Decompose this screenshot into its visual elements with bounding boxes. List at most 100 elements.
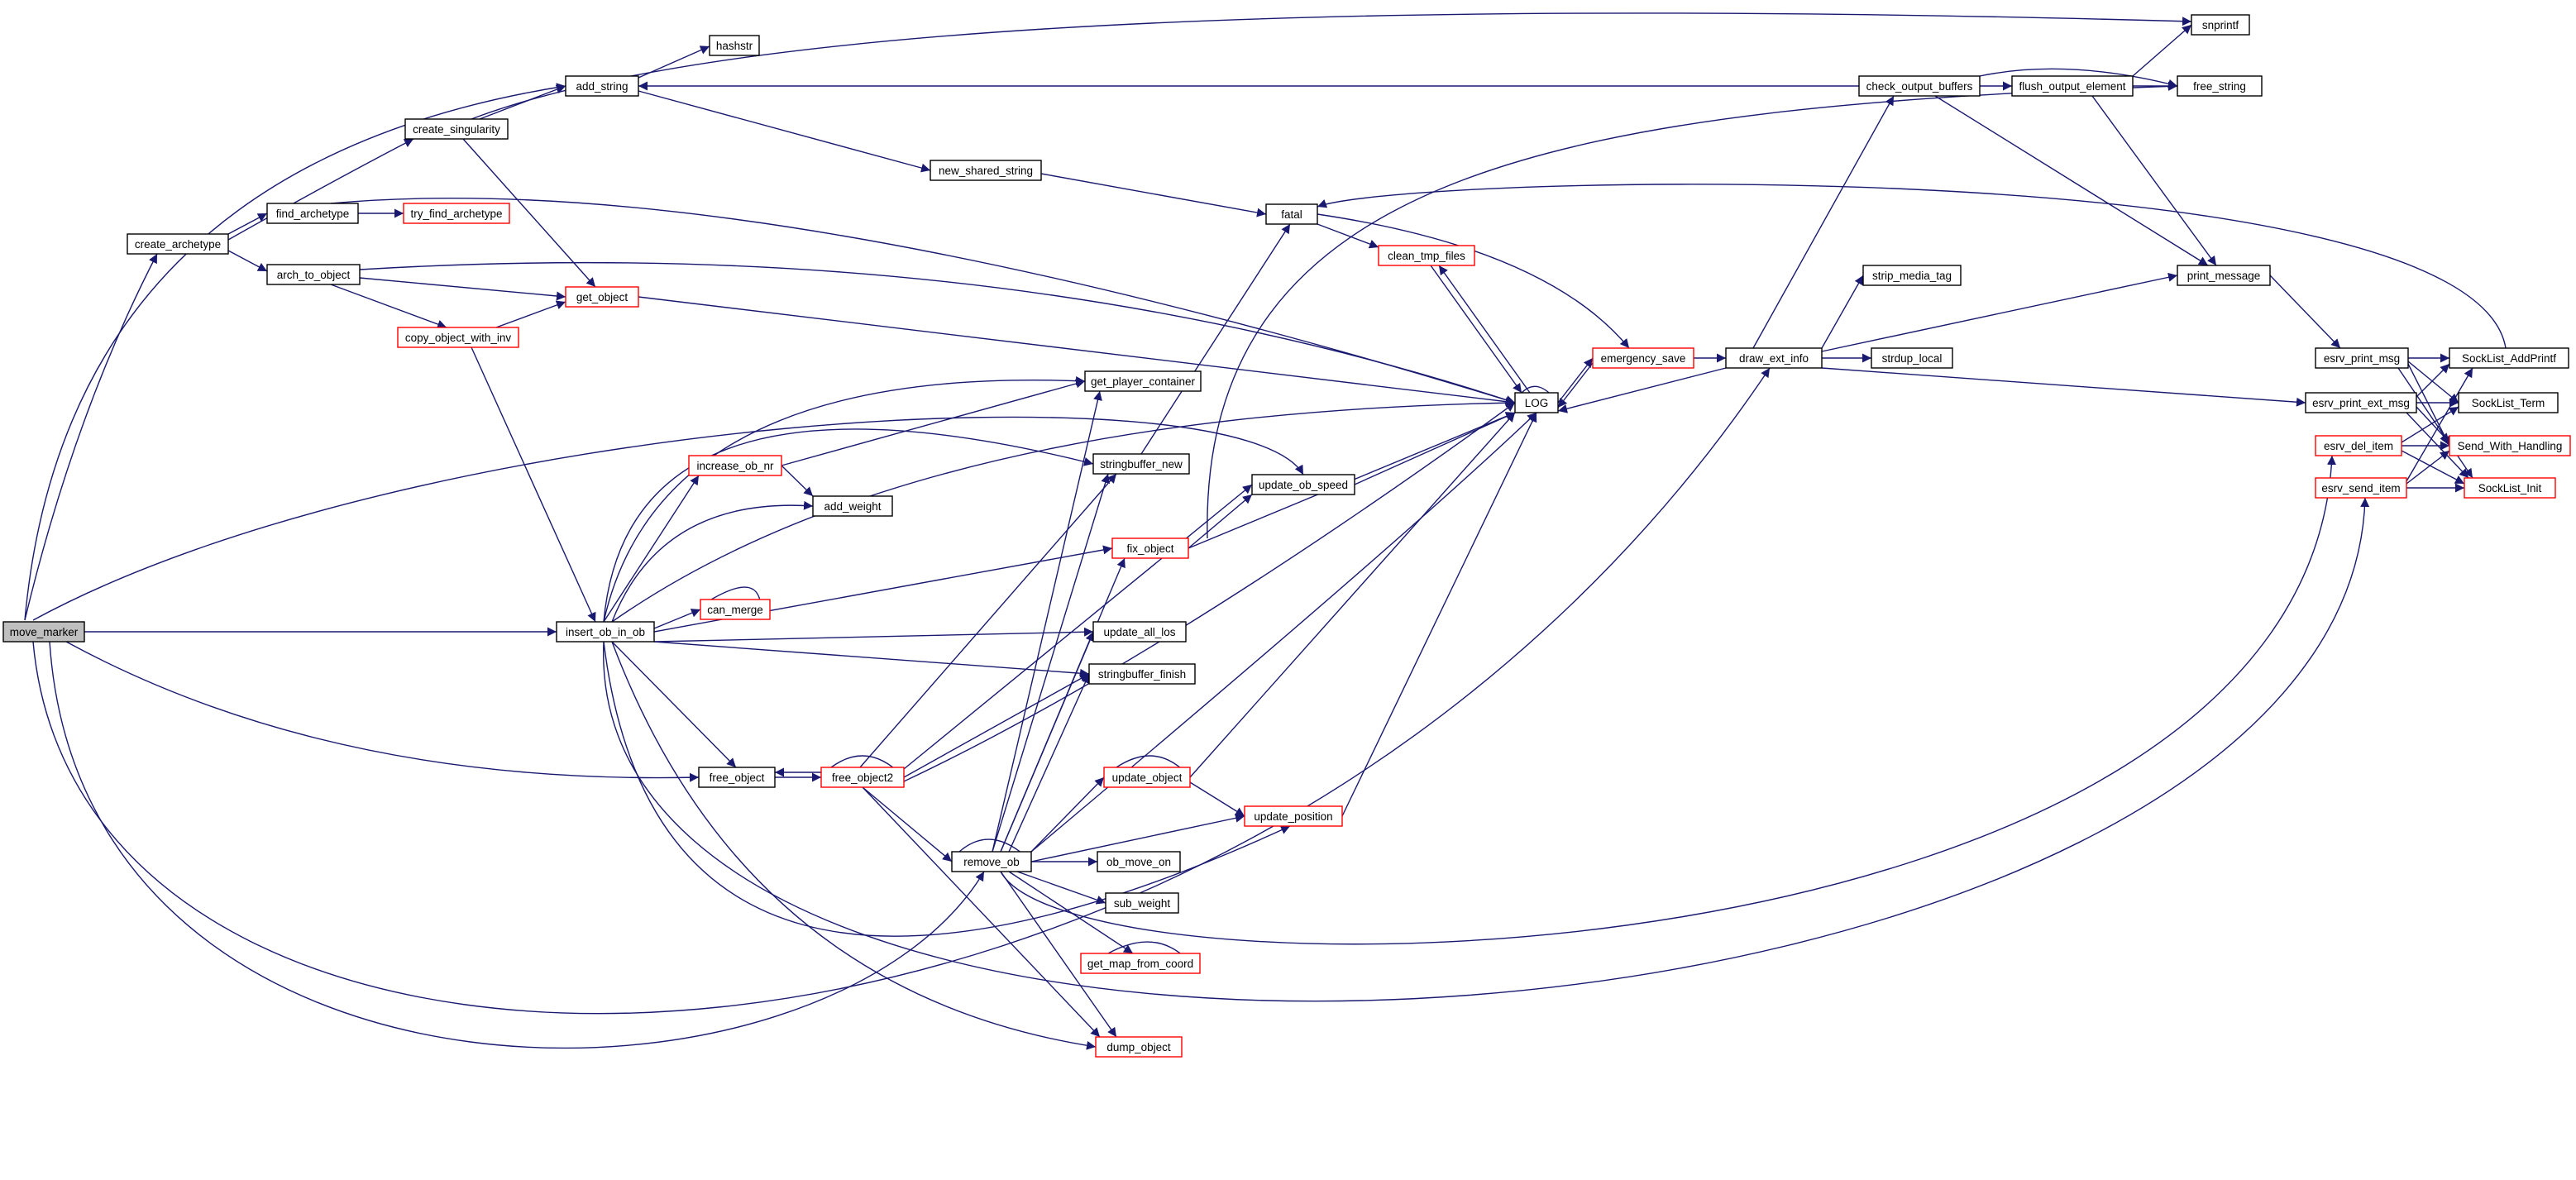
node-box-fix_object[interactable] <box>1111 537 1189 559</box>
node-box-check_output_buffers[interactable] <box>1858 75 1981 97</box>
node-box-snprintf[interactable] <box>2191 14 2250 36</box>
node-box-move_marker[interactable] <box>2 621 85 643</box>
node-new_shared_string[interactable]: new_shared_string <box>930 160 1042 181</box>
node-box-try_find_archetype[interactable] <box>403 203 510 224</box>
node-box-stringbuffer_finish[interactable] <box>1088 663 1196 685</box>
node-get_player_container[interactable]: get_player_container <box>1084 370 1202 392</box>
node-box-SockList_Init[interactable] <box>2464 477 2556 499</box>
node-box-update_position[interactable] <box>1244 805 1343 827</box>
node-box-new_shared_string[interactable] <box>930 160 1042 181</box>
node-draw_ext_info[interactable]: draw_ext_info <box>1725 347 1823 369</box>
node-box-free_object2[interactable] <box>820 767 905 788</box>
node-get_object[interactable]: get_object <box>565 286 639 308</box>
node-box-strdup_local[interactable] <box>1871 347 1953 369</box>
node-find_archetype[interactable]: find_archetype <box>266 203 359 224</box>
node-box-increase_ob_nr[interactable] <box>688 455 782 476</box>
node-free_object[interactable]: free_object <box>698 767 776 788</box>
node-create_singularity[interactable]: create_singularity <box>404 118 509 140</box>
node-box-stringbuffer_new[interactable] <box>1092 453 1190 475</box>
node-box-find_archetype[interactable] <box>266 203 359 224</box>
node-box-insert_ob_in_ob[interactable] <box>556 621 655 643</box>
node-clean_tmp_files[interactable]: clean_tmp_files <box>1378 245 1475 266</box>
node-box-ob_move_on[interactable] <box>1097 851 1181 872</box>
node-box-arch_to_object[interactable] <box>266 264 361 285</box>
node-box-update_all_los[interactable] <box>1092 621 1187 643</box>
node-box-emergency_save[interactable] <box>1592 347 1694 369</box>
node-box-get_map_from_coord[interactable] <box>1080 953 1201 974</box>
node-add_string[interactable]: add_string <box>565 75 639 97</box>
node-strip_media_tag[interactable]: strip_media_tag <box>1862 265 1962 286</box>
node-box-draw_ext_info[interactable] <box>1725 347 1823 369</box>
node-update_position[interactable]: update_position <box>1244 805 1343 827</box>
node-can_merge[interactable]: can_merge <box>700 599 771 620</box>
node-free_object2[interactable]: free_object2 <box>820 767 905 788</box>
node-box-add_string[interactable] <box>565 75 639 97</box>
node-flush_output_element[interactable]: flush_output_element <box>2011 75 2134 97</box>
node-box-add_weight[interactable] <box>812 495 893 517</box>
node-box-sub_weight[interactable] <box>1105 892 1179 914</box>
node-box-get_object[interactable] <box>565 286 639 308</box>
node-box-esrv_print_msg[interactable] <box>2315 347 2409 369</box>
node-esrv_send_item[interactable]: esrv_send_item <box>2315 477 2407 499</box>
node-strdup_local[interactable]: strdup_local <box>1871 347 1953 369</box>
node-fatal[interactable]: fatal <box>1265 203 1318 225</box>
node-increase_ob_nr[interactable]: increase_ob_nr <box>688 455 782 476</box>
node-insert_ob_in_ob[interactable]: insert_ob_in_ob <box>556 621 655 643</box>
node-check_output_buffers[interactable]: check_output_buffers <box>1858 75 1981 97</box>
node-box-create_archetype[interactable] <box>127 233 229 255</box>
node-print_message[interactable]: print_message <box>2177 265 2271 286</box>
node-box-dump_object[interactable] <box>1095 1036 1183 1058</box>
node-update_ob_speed[interactable]: update_ob_speed <box>1251 474 1355 495</box>
node-remove_ob[interactable]: remove_ob <box>951 851 1032 872</box>
node-stringbuffer_finish[interactable]: stringbuffer_finish <box>1088 663 1196 685</box>
node-stringbuffer_new[interactable]: stringbuffer_new <box>1092 453 1190 475</box>
node-box-get_player_container[interactable] <box>1084 370 1202 392</box>
node-LOG[interactable]: LOG <box>1514 392 1559 413</box>
node-box-copy_object_with_inv[interactable] <box>397 327 519 348</box>
node-box-update_ob_speed[interactable] <box>1251 474 1355 495</box>
node-box-SockList_Term[interactable] <box>2458 392 2559 413</box>
node-box-fatal[interactable] <box>1265 203 1318 225</box>
node-update_all_los[interactable]: update_all_los <box>1092 621 1187 643</box>
node-box-create_singularity[interactable] <box>404 118 509 140</box>
node-box-esrv_print_ext_msg[interactable] <box>2305 392 2417 413</box>
node-box-can_merge[interactable] <box>700 599 771 620</box>
node-emergency_save[interactable]: emergency_save <box>1592 347 1694 369</box>
node-box-remove_ob[interactable] <box>951 851 1032 872</box>
node-SockList_Term[interactable]: SockList_Term <box>2458 392 2559 413</box>
node-box-esrv_del_item[interactable] <box>2315 435 2402 456</box>
node-get_map_from_coord[interactable]: get_map_from_coord <box>1080 953 1201 974</box>
node-box-esrv_send_item[interactable] <box>2315 477 2407 499</box>
node-SockList_Init[interactable]: SockList_Init <box>2464 477 2556 499</box>
node-esrv_print_msg[interactable]: esrv_print_msg <box>2315 347 2409 369</box>
node-move_marker[interactable]: move_marker <box>2 621 85 643</box>
node-hashstr[interactable]: hashstr <box>709 35 760 56</box>
node-update_object[interactable]: update_object <box>1103 767 1191 788</box>
node-copy_object_with_inv[interactable]: copy_object_with_inv <box>397 327 519 348</box>
node-box-SockList_AddPrintf[interactable] <box>2449 347 2569 369</box>
node-box-update_object[interactable] <box>1103 767 1191 788</box>
node-try_find_archetype[interactable]: try_find_archetype <box>403 203 510 224</box>
node-Send_With_Handling[interactable]: Send_With_Handling <box>2449 435 2571 456</box>
node-fix_object[interactable]: fix_object <box>1111 537 1189 559</box>
node-box-free_string[interactable] <box>2177 75 2263 97</box>
node-arch_to_object[interactable]: arch_to_object <box>266 264 361 285</box>
node-SockList_AddPrintf[interactable]: SockList_AddPrintf <box>2449 347 2569 369</box>
node-box-clean_tmp_files[interactable] <box>1378 245 1475 266</box>
node-create_archetype[interactable]: create_archetype <box>127 233 229 255</box>
node-box-print_message[interactable] <box>2177 265 2271 286</box>
node-dump_object[interactable]: dump_object <box>1095 1036 1183 1058</box>
node-box-flush_output_element[interactable] <box>2011 75 2134 97</box>
node-esrv_print_ext_msg[interactable]: esrv_print_ext_msg <box>2305 392 2417 413</box>
node-free_string[interactable]: free_string <box>2177 75 2263 97</box>
node-snprintf[interactable]: snprintf <box>2191 14 2250 36</box>
node-add_weight[interactable]: add_weight <box>812 495 893 517</box>
node-esrv_del_item[interactable]: esrv_del_item <box>2315 435 2402 456</box>
node-box-hashstr[interactable] <box>709 35 760 56</box>
node-box-free_object[interactable] <box>698 767 776 788</box>
node-box-Send_With_Handling[interactable] <box>2449 435 2571 456</box>
node-ob_move_on[interactable]: ob_move_on <box>1097 851 1181 872</box>
node-box-LOG[interactable] <box>1514 392 1559 413</box>
node-box-strip_media_tag[interactable] <box>1862 265 1962 286</box>
node-sub_weight[interactable]: sub_weight <box>1105 892 1179 914</box>
